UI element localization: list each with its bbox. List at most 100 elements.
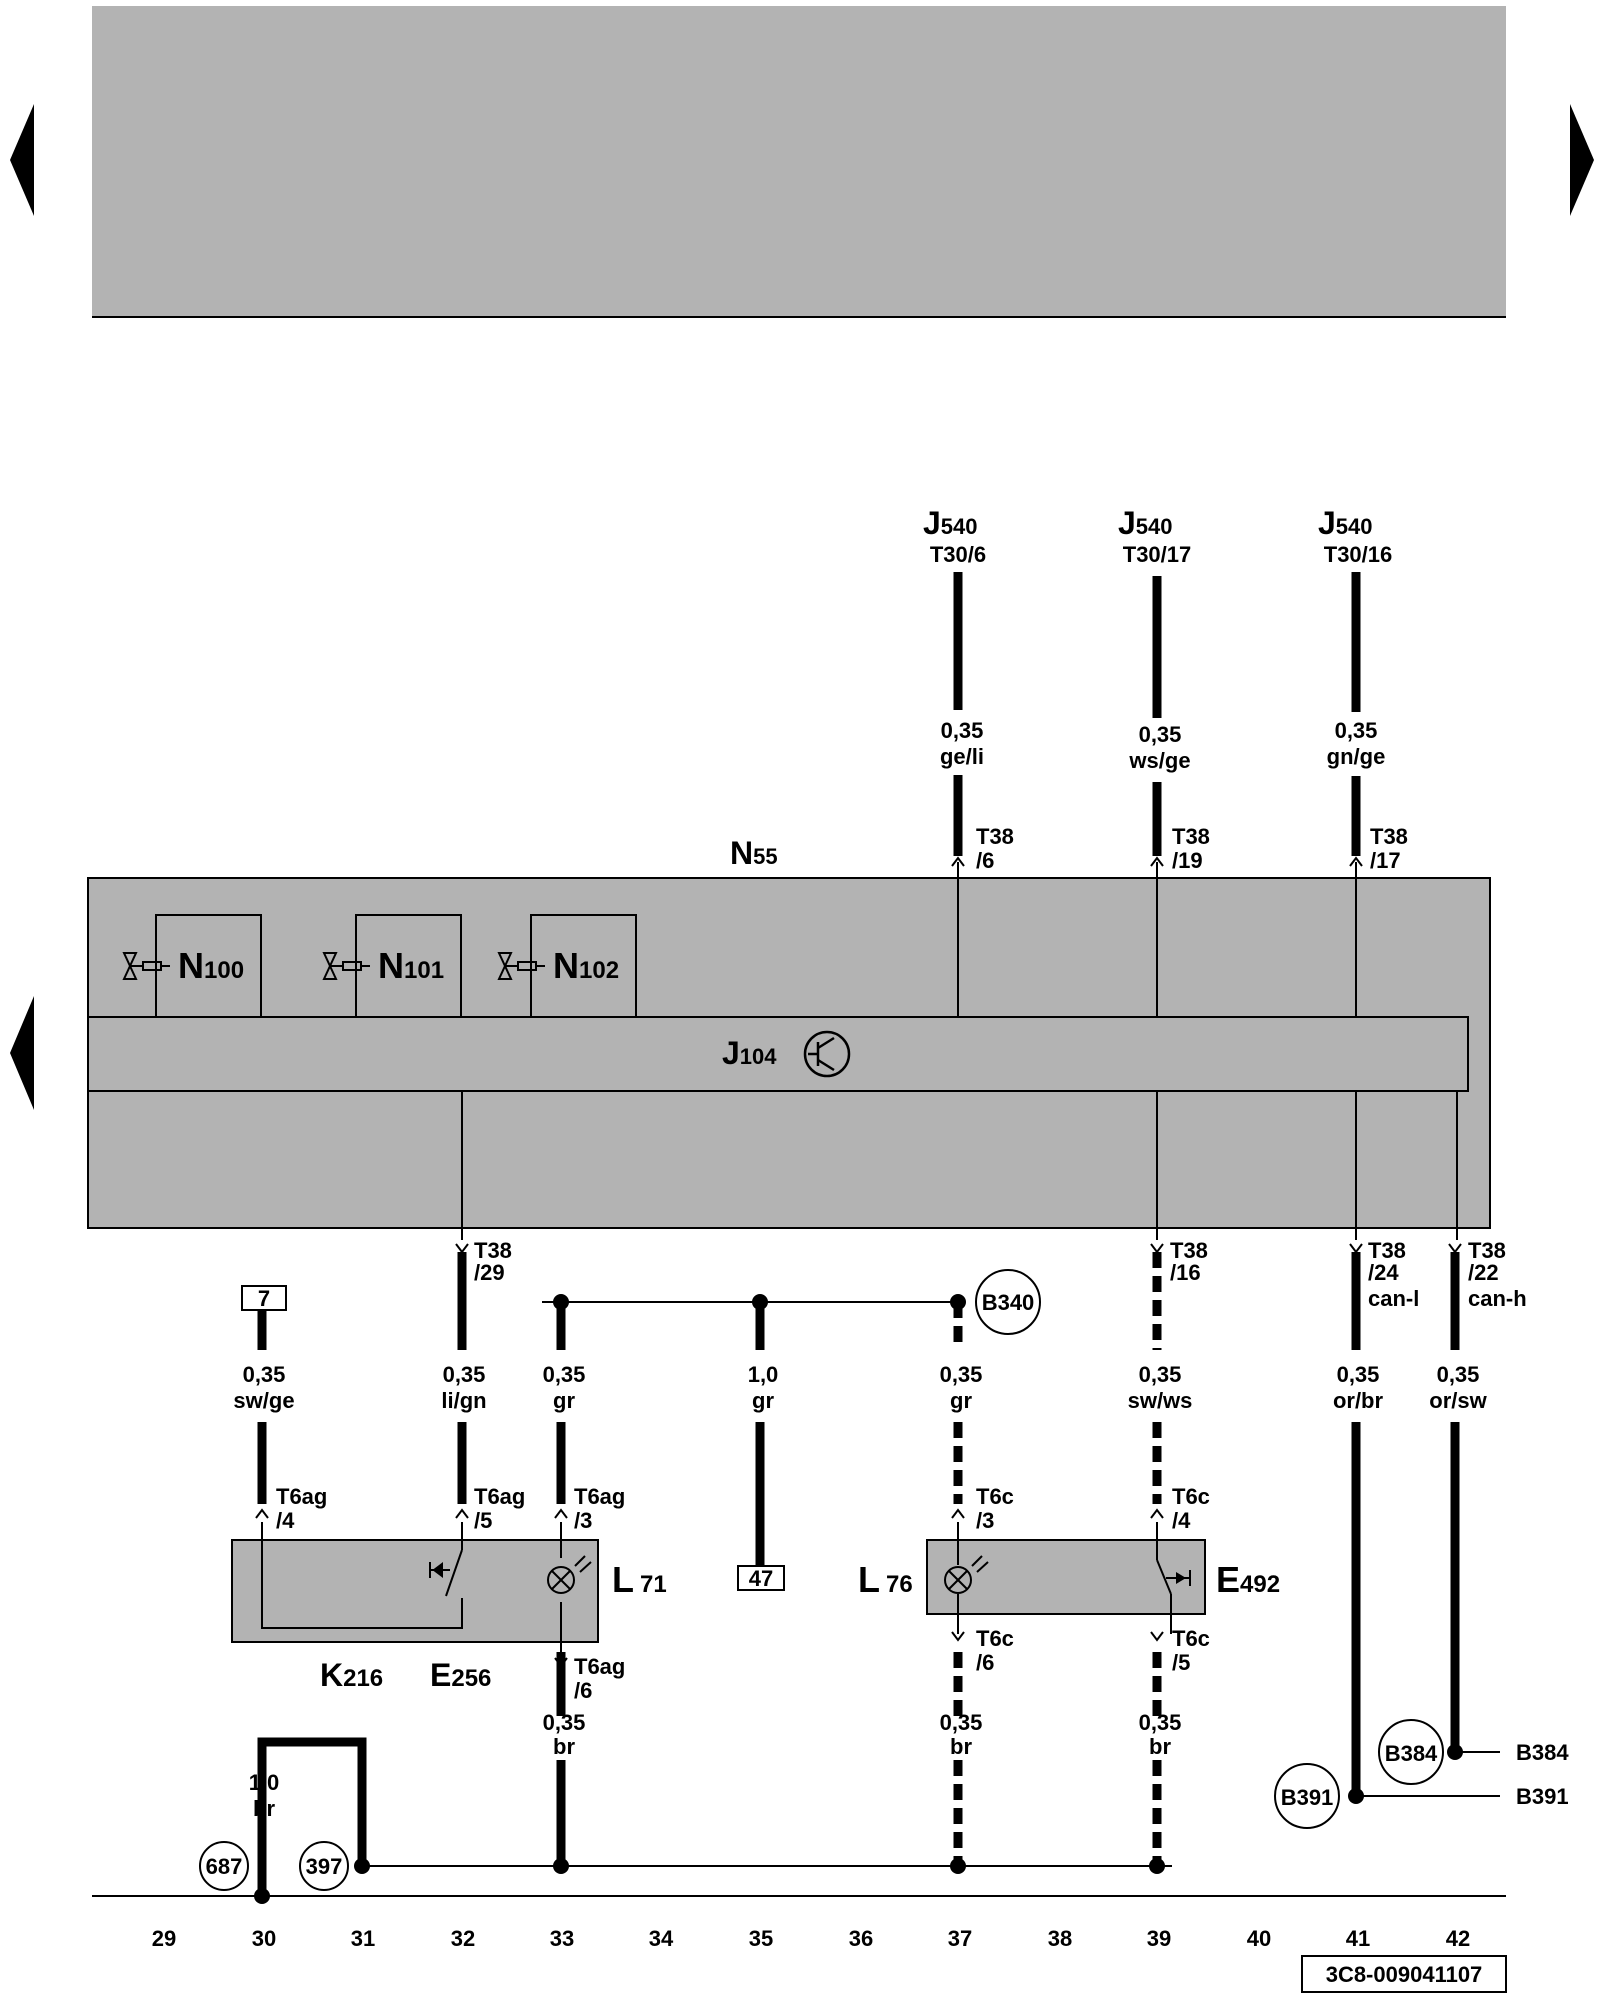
n100-box (155, 914, 262, 1018)
prev-page-arrow[interactable] (10, 104, 34, 216)
thin-horizontal-wires (362, 1301, 1500, 1867)
wire-size-label: 0,35 (1337, 1362, 1380, 1387)
wire-color-label: br (950, 1734, 972, 1759)
ref-box-7 (241, 1285, 287, 1311)
track-number: 37 (948, 1926, 972, 1951)
wire-color-label: sw/ge (233, 1388, 294, 1413)
wire-size-label: 0,35 (543, 1710, 586, 1735)
connector-label: /4 (276, 1508, 295, 1533)
connector-label: T38 (976, 824, 1014, 849)
j540-label: J540 (1118, 505, 1173, 541)
connector-label: T6ag (474, 1484, 525, 1509)
wire-color-label: gn/ge (1327, 744, 1386, 769)
valve-icon (497, 952, 545, 980)
connector-label: T6c (976, 1626, 1014, 1651)
connector-label: T38 (1370, 824, 1408, 849)
wire-color-label: br (1149, 1734, 1171, 1759)
wire-color-label: or/sw (1429, 1388, 1487, 1413)
header-band (92, 6, 1506, 317)
wire-size-label: 0,35 (243, 1362, 286, 1387)
connector-label: /24 (1368, 1260, 1399, 1285)
connector-label: T38 (1170, 1238, 1208, 1263)
diagram-id: 3C8-009041107 (1326, 1962, 1483, 1987)
e256-label: E256 (430, 1657, 491, 1693)
next-page-arrow[interactable] (1570, 104, 1594, 216)
output-b384-label: B384 (1516, 1740, 1569, 1765)
wire-size-label: 0,35 (1139, 1362, 1182, 1387)
switch-icon (429, 1549, 463, 1597)
connector-label: /5 (1172, 1650, 1190, 1675)
k216-label: K216 (320, 1657, 383, 1693)
track-number: 38 (1048, 1926, 1072, 1951)
lamp-icon (547, 1555, 592, 1594)
wire-color-label: br (553, 1734, 575, 1759)
connector-markers (255, 856, 1462, 1668)
e492-label: E492 (1216, 1559, 1280, 1600)
track-number: 30 (252, 1926, 276, 1951)
connector-label: T6c (1172, 1484, 1210, 1509)
wire-size-label: 0,35 (1437, 1362, 1480, 1387)
lamp-icon (944, 1555, 989, 1594)
track-number: 40 (1247, 1926, 1271, 1951)
wire-color-label: sw/ws (1128, 1388, 1193, 1413)
wire-size-label: 0,35 (543, 1362, 586, 1387)
connector-label: can-h (1468, 1286, 1527, 1311)
connector-label: /6 (574, 1678, 592, 1703)
connector-label: T6c (1172, 1626, 1210, 1651)
j540-label: J540 (1318, 505, 1373, 541)
track-number: 42 (1446, 1926, 1470, 1951)
junction-dots (254, 1294, 1463, 1904)
wire-size-label: 0,35 (1139, 1710, 1182, 1735)
n101-label: N101 (378, 945, 444, 986)
track-number: 36 (849, 1926, 873, 1951)
j540-pin-label: T30/17 (1123, 542, 1192, 567)
dashed-wire-segments (953, 1252, 1162, 1866)
wire-color-label: ws/ge (1128, 748, 1190, 773)
internal-wires (461, 862, 1458, 1240)
b384-circle-label: B384 (1385, 1741, 1438, 1766)
track-number: 29 (152, 1926, 176, 1951)
connector-label: /5 (474, 1508, 492, 1533)
diagram-id-box (1301, 1955, 1507, 1993)
track-number: 35 (749, 1926, 773, 1951)
circle-397-label: 397 (306, 1854, 343, 1879)
track-number: 41 (1346, 1926, 1370, 1951)
wire-color-label: gr (950, 1388, 972, 1413)
connector-label: T38 (1172, 824, 1210, 849)
j540-pin-label: T30/16 (1324, 542, 1393, 567)
b340-label: B340 (982, 1290, 1035, 1315)
j540-label: J540 (923, 505, 978, 541)
wire-size-label: 0,35 (1139, 722, 1182, 747)
j104-box (87, 1016, 1469, 1092)
wire-color-label: br (253, 1796, 275, 1821)
connector-label: /6 (976, 848, 994, 873)
switch-arrow-icon (1176, 1572, 1186, 1584)
wire-size-label: 0,35 (940, 1710, 983, 1735)
e492-box (926, 1539, 1206, 1615)
wire-size-label: 1,0 (748, 1362, 779, 1387)
track-number: 31 (351, 1926, 375, 1951)
output-b391-label: B391 (1516, 1784, 1569, 1809)
connector-label: T6c (976, 1484, 1014, 1509)
connector-label: /3 (574, 1508, 592, 1533)
transistor-icon (803, 1030, 851, 1078)
n101-box (355, 914, 462, 1018)
wire-size-label: 0,35 (443, 1362, 486, 1387)
track-number: 34 (649, 1926, 674, 1951)
ref-box-47-label: 47 (749, 1566, 773, 1591)
wire-size-label: 1,0 (249, 1770, 280, 1795)
wire-color-label: li/gn (441, 1388, 486, 1413)
n55-label: N55 (730, 835, 778, 871)
connector-label: /17 (1370, 848, 1401, 873)
connector-label: /22 (1468, 1260, 1499, 1285)
connector-label: T38 (1368, 1238, 1406, 1263)
connector-label: /3 (976, 1508, 994, 1533)
wire-color-label: or/br (1333, 1388, 1384, 1413)
connector-label: /29 (474, 1260, 505, 1285)
prev-section-arrow[interactable] (10, 996, 34, 1110)
k216-internal (261, 1522, 562, 1656)
track-number: 39 (1147, 1926, 1171, 1951)
